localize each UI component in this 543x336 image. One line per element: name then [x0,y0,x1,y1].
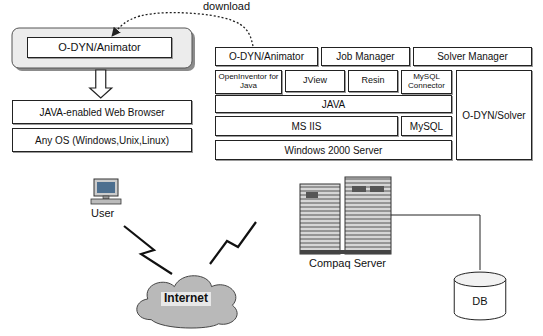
layer-box: MS IIS [215,116,398,136]
layer-box: JAVA [215,95,452,113]
library-box: Resin [348,70,398,92]
database-cylinder: DB [452,270,508,322]
internet-cloud: Internet [128,268,244,330]
library-box: OpenInventor for Java [215,70,282,94]
block-arrow [90,70,112,98]
applet-box: O-DYN/Animator [27,37,172,58]
server-label: Compaq Server [309,257,386,269]
library-box: MySQL Connector [401,70,452,94]
user-label: User [91,207,114,219]
node-text: Resin [361,76,384,86]
node-text: JView [303,76,327,86]
node-text: Job Manager [336,51,394,62]
db-link-line [391,215,480,270]
layer-box: MySQL [401,116,452,136]
node-text: O-DYN/Solver [462,110,525,121]
node-text: Any OS (Windows,Unix,Linux) [35,135,169,146]
node-text: Windows 2000 Server [285,145,383,156]
applet-frame [12,28,192,68]
node-text: Internet [161,292,211,305]
node-text: Solver Manager [437,51,508,62]
solver-box: O-DYN/Solver [456,70,532,160]
server-illustration [300,177,391,254]
module-box: Job Manager [321,47,410,66]
node-text: MS IIS [291,121,321,132]
lightning-bolt [124,226,172,274]
layer-box: Windows 2000 Server [215,140,452,160]
layer-box: Any OS (Windows,Unix,Linux) [12,128,192,152]
computer-icon [91,179,121,204]
node-text: JAVA [322,99,346,110]
node-text: MySQL [410,121,443,132]
edge-label: download [201,0,252,12]
node-text: JAVA-enabled Web Browser [39,107,164,118]
module-box: O-DYN/Animator [215,47,318,66]
node-text: OpenInventor for Java [216,73,281,91]
lightning-bolt [210,222,256,264]
node-text: O-DYN/Animator [58,41,141,53]
layer-box: JAVA-enabled Web Browser [12,100,192,124]
library-box: JView [285,70,345,92]
module-box: Solver Manager [413,47,532,66]
node-text: DB [472,295,487,307]
node-text: O-DYN/Animator [229,51,304,62]
node-text: MySQL Connector [402,73,451,91]
